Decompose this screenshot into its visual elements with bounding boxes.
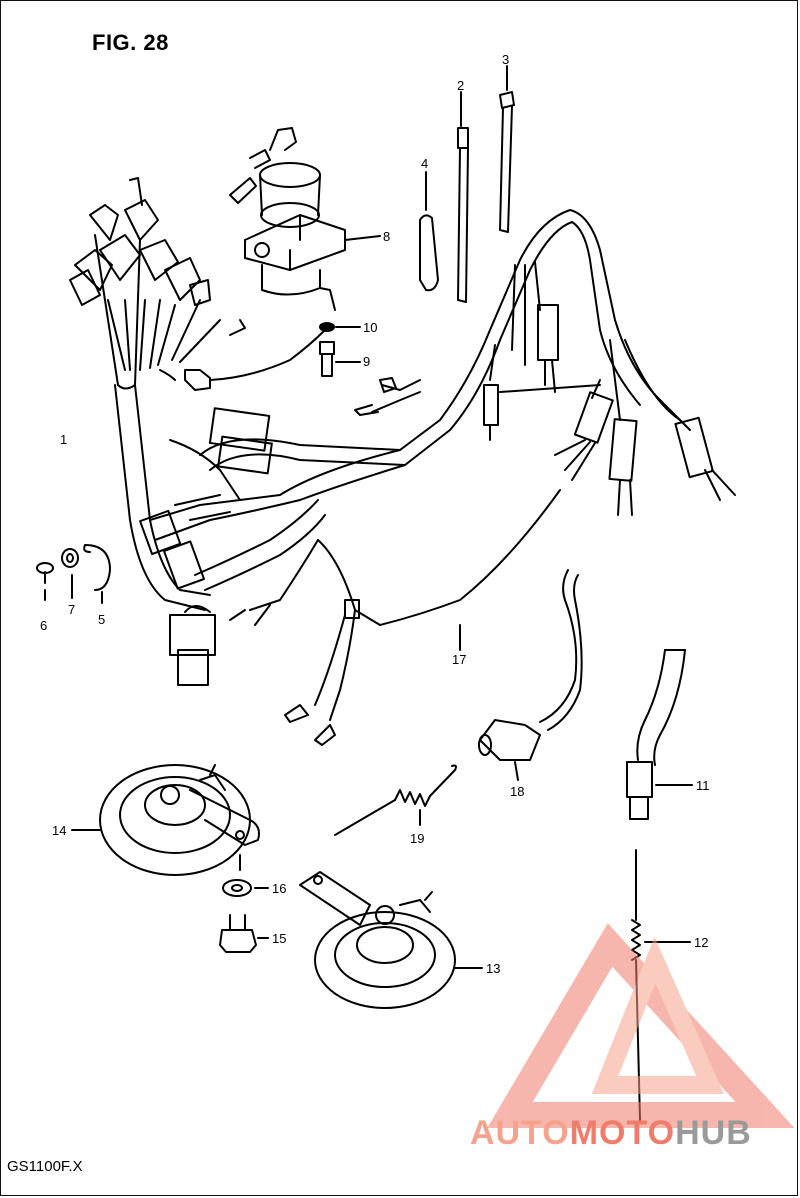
- harness-branch-connectors: [139, 329, 326, 686]
- callout-6: 6: [40, 618, 47, 633]
- watermark-logo-icon: [487, 923, 795, 1128]
- watermark-part-auto: AUTO: [470, 1114, 570, 1152]
- harness-right-leads: [354, 261, 736, 516]
- callout-13: 13: [486, 961, 500, 976]
- screw-9: [319, 341, 361, 377]
- callout-11: 11: [696, 778, 710, 793]
- callout-1: 1: [60, 432, 67, 447]
- clip-5: [83, 544, 111, 604]
- callout-19: 19: [410, 831, 424, 846]
- wire-17: [229, 489, 561, 746]
- callout-2: 2: [457, 78, 464, 93]
- callout-18: 18: [510, 784, 524, 799]
- callout-5: 5: [98, 612, 105, 627]
- callout-17: 17: [452, 652, 466, 667]
- watermark-text: AUTOMOTOHUB: [470, 1114, 752, 1153]
- washer-10: [319, 322, 361, 332]
- cable-tie-2: [457, 91, 469, 303]
- bolt-15: [219, 914, 269, 953]
- callout-16: 16: [272, 881, 286, 896]
- callout-15: 15: [272, 931, 286, 946]
- callout-8: 8: [383, 229, 390, 244]
- horn-14: [71, 764, 260, 876]
- figure-title: FIG. 28: [92, 30, 169, 55]
- model-label: GS1100F.X: [7, 1158, 83, 1175]
- callout-14: 14: [52, 823, 66, 838]
- screw-6: [36, 562, 54, 601]
- washer-7: [61, 548, 79, 599]
- callout-9: 9: [363, 354, 370, 369]
- callout-12: 12: [694, 935, 708, 950]
- watermark-part-hub: HUB: [675, 1114, 752, 1152]
- spring-19: [334, 764, 457, 836]
- clamp-4: [419, 171, 439, 292]
- harness-trunk: [114, 209, 691, 611]
- callout-3: 3: [502, 52, 509, 67]
- switch-11: [626, 649, 693, 820]
- callout-4: 4: [421, 156, 428, 171]
- watermark-part-moto: MOTO: [569, 1114, 676, 1152]
- callout-10: 10: [363, 320, 377, 335]
- main-harness-connectors: [69, 177, 246, 386]
- ignition-switch: [229, 127, 381, 311]
- washer-16: [222, 854, 269, 897]
- switch-18: [478, 569, 583, 781]
- cable-tie-3: [499, 65, 515, 233]
- horn-13: [299, 871, 483, 1009]
- callout-7: 7: [68, 602, 75, 617]
